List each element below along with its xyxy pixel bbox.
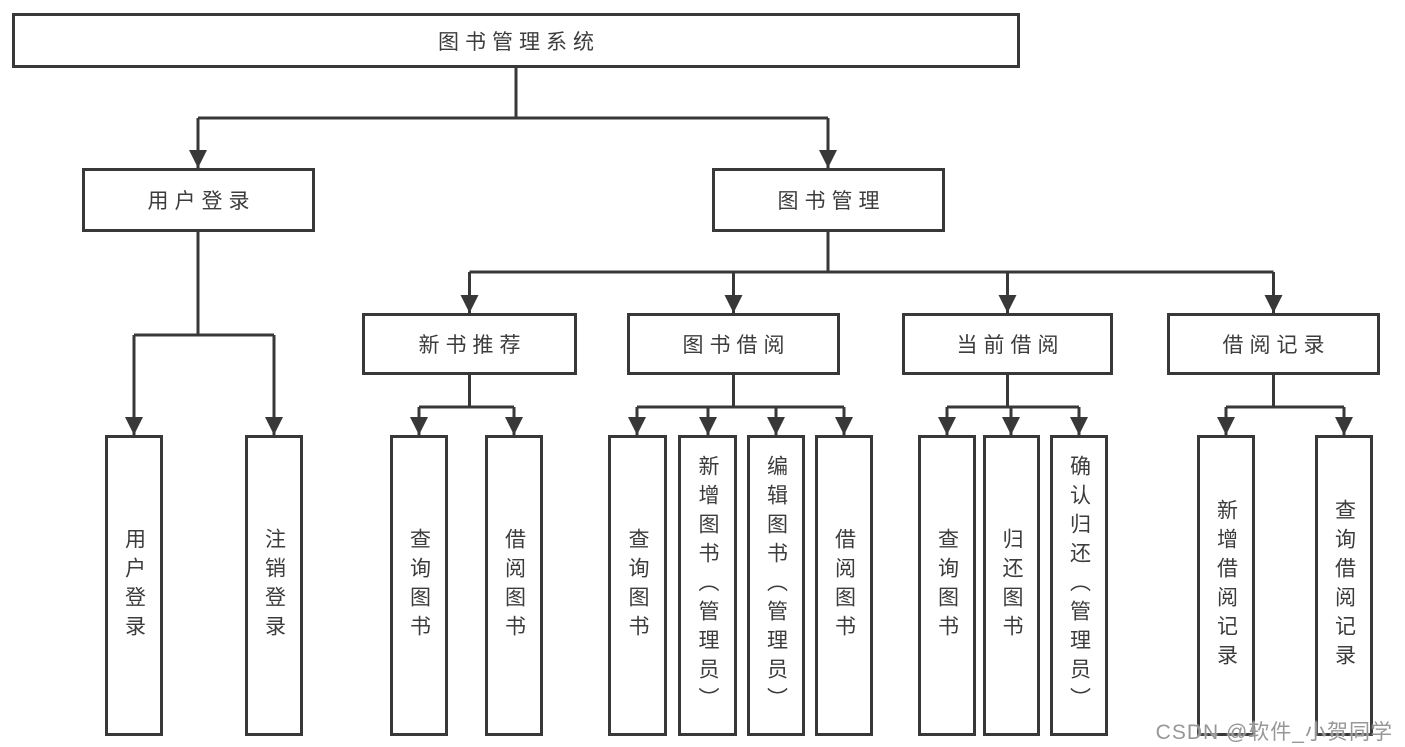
leaf-user-login-label: 用户登录 bbox=[122, 527, 146, 644]
leaf-newbook-query-books: 查询图书 bbox=[390, 435, 448, 736]
leaf-return-books-label: 归还图书 bbox=[1000, 527, 1023, 644]
leaf-edit-books-admin: 编辑图书（管理员） bbox=[747, 435, 805, 736]
node-new-book-recommendation: 新书推荐 bbox=[362, 313, 577, 375]
leaf-query-borrow-record: 查询借阅记录 bbox=[1315, 435, 1373, 736]
leaf-add-borrow-record-label: 新增借阅记录 bbox=[1214, 498, 1238, 673]
leaf-borrowing-borrow-books-label: 借阅图书 bbox=[832, 527, 856, 644]
leaf-add-borrow-record: 新增借阅记录 bbox=[1197, 435, 1255, 736]
leaf-add-books-admin-label: 新增图书（管理员） bbox=[696, 455, 719, 716]
leaf-borrowing-borrow-books: 借阅图书 bbox=[815, 435, 873, 736]
leaf-add-books-admin: 新增图书（管理员） bbox=[678, 435, 737, 736]
leaf-newbook-query-books-label: 查询图书 bbox=[407, 527, 431, 644]
node-book-borrowing: 图书借阅 bbox=[627, 313, 840, 375]
node-current-borrowing: 当前借阅 bbox=[902, 313, 1113, 375]
leaf-query-borrow-record-label: 查询借阅记录 bbox=[1332, 498, 1356, 673]
leaf-return-books: 归还图书 bbox=[983, 435, 1040, 736]
node-library-management-system: 图书管理系统 bbox=[12, 13, 1020, 68]
leaf-confirm-return-admin: 确认归还（管理员） bbox=[1050, 435, 1108, 736]
leaf-current-query-books: 查询图书 bbox=[918, 435, 976, 736]
leaf-confirm-return-admin-label: 确认归还（管理员） bbox=[1067, 455, 1091, 716]
leaf-logout-label: 注销登录 bbox=[262, 527, 286, 644]
leaf-borrowing-query-books: 查询图书 bbox=[608, 435, 667, 736]
csdn-watermark: CSDN @软件_小贺同学 bbox=[1155, 721, 1393, 744]
node-book-management: 图书管理 bbox=[712, 168, 945, 232]
leaf-newbook-borrow-books: 借阅图书 bbox=[485, 435, 543, 736]
leaf-current-query-books-label: 查询图书 bbox=[935, 527, 959, 644]
leaf-logout: 注销登录 bbox=[245, 435, 303, 736]
leaf-newbook-borrow-books-label: 借阅图书 bbox=[502, 527, 526, 644]
leaf-borrowing-query-books-label: 查询图书 bbox=[626, 527, 649, 644]
node-user-login: 用户登录 bbox=[82, 168, 315, 232]
leaf-user-login: 用户登录 bbox=[105, 435, 163, 736]
leaf-edit-books-admin-label: 编辑图书（管理员） bbox=[764, 455, 788, 716]
node-borrowing-records: 借阅记录 bbox=[1167, 313, 1380, 375]
